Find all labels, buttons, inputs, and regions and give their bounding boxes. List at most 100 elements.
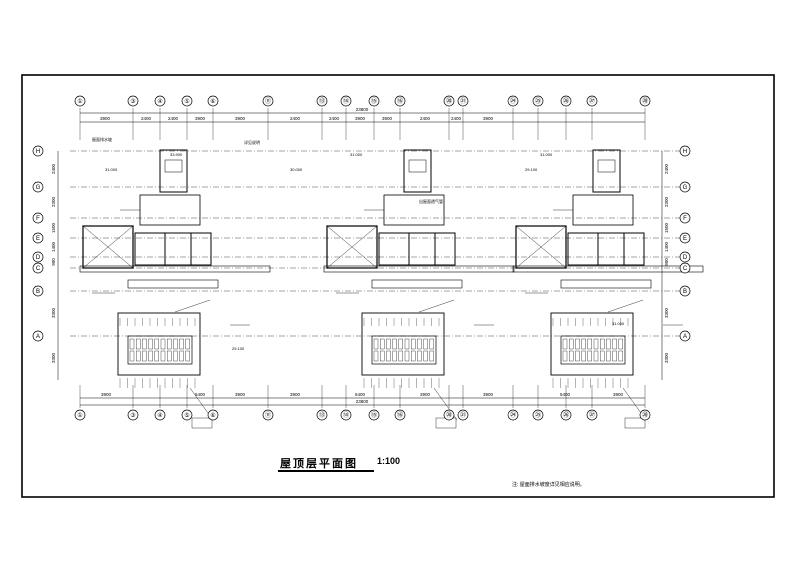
vent-cell: [417, 338, 422, 350]
top-segment-dim-text: 3900: [235, 116, 246, 121]
callout-label: 出屋面透气管: [419, 198, 443, 204]
upper-room: [572, 194, 634, 226]
column-axis-bubble: [154, 409, 166, 421]
column-axis-bubble: [207, 95, 219, 107]
top-segment-dim-text: 2400: [329, 116, 340, 121]
bottom-segment-dim-text: 3900: [613, 392, 624, 397]
top-segment-dim-text: 3900: [195, 116, 206, 121]
center-room: [597, 232, 625, 266]
right-dim-text: 2300: [664, 196, 669, 207]
column-axis-bubble: [207, 409, 219, 421]
row-axis-bubble-right: [679, 232, 691, 244]
row-axis-bubble-right: [679, 330, 691, 342]
column-axis-label: ㉘: [642, 97, 648, 105]
elevation-label: 29.100: [525, 167, 538, 172]
core-room: [164, 159, 183, 173]
row-axis-bubble-right: [679, 145, 691, 157]
column-axis-label: ⑳: [446, 97, 452, 105]
row-axis-bubble-right: [679, 285, 691, 297]
bottom-segment-dim-text: 3900: [420, 392, 431, 397]
elevation-label: 31.000: [350, 152, 363, 157]
column-axis-bubble: [262, 409, 274, 421]
center-room: [408, 232, 436, 266]
corridor-band: [79, 265, 271, 273]
tag-box: [435, 417, 457, 429]
column-axis-bubble: [532, 409, 544, 421]
vent-cell: [167, 338, 172, 350]
column-axis-label: ③: [130, 98, 135, 105]
vent-cell: [185, 338, 190, 350]
top-segment-dim-text: 3900: [100, 116, 111, 121]
center-room: [623, 232, 645, 266]
vent-cell: [185, 350, 190, 362]
column-axis-bubble: [507, 95, 519, 107]
column-axis-bubble: [127, 95, 139, 107]
column-axis-label: ⑤: [184, 412, 189, 419]
column-axis-bubble: [368, 409, 380, 421]
column-axis-bubble: [74, 409, 86, 421]
column-axis-bubble: [181, 95, 193, 107]
column-axis-bubble: [181, 409, 193, 421]
column-axis-label: ⑤: [184, 98, 189, 105]
top-segment-dim-text: 2400: [451, 116, 462, 121]
elevation-label: 31.000: [540, 152, 553, 157]
vent-cell: [398, 338, 403, 350]
sheet-frame: [21, 74, 775, 498]
row-axis-label-left: E: [36, 236, 40, 242]
vent-cell: [129, 338, 135, 350]
column-axis-bubble: [457, 95, 469, 107]
vent-cell: [154, 350, 159, 362]
row-axis-bubble-left: [32, 181, 44, 193]
vent-cell: [562, 350, 568, 362]
roof-slope-line: [515, 225, 567, 269]
elevation-label: 33.900: [170, 152, 183, 157]
vent-cell: [142, 350, 147, 362]
bottom-overall-dim-text: 23800: [356, 399, 369, 404]
column-axis-bubble: [394, 409, 406, 421]
column-axis-bubble: [586, 95, 598, 107]
grid-lines: [70, 108, 690, 408]
vent-cell: [618, 338, 623, 350]
top-segment-dim-text: 2400: [420, 116, 431, 121]
vent-cell: [373, 350, 379, 362]
top-overall-dim-text: 23800: [356, 107, 369, 112]
row-axis-bubble-left: [32, 285, 44, 297]
column-axis-label: ㉗: [589, 411, 595, 419]
row-axis-label-left: H: [36, 149, 40, 155]
column-axis-label: ⑬: [319, 411, 325, 419]
balcony-block: [361, 312, 445, 376]
vent-cell: [392, 338, 397, 350]
row-axis-label-right: A: [683, 334, 687, 340]
column-axis-label: ④: [157, 98, 162, 105]
row-axis-label-right: B: [683, 289, 687, 295]
column-axis-label: ㉘: [642, 411, 648, 419]
column-axis-label: ㉖: [563, 411, 569, 419]
vent-cell: [575, 350, 580, 362]
column-axis-bubble: [340, 409, 352, 421]
column-axis-label: ①: [77, 412, 82, 419]
building-unit: [512, 149, 704, 429]
bottom-segment-dim-text: 5400: [195, 392, 206, 397]
roof-slope-line: [82, 225, 134, 269]
column-axis-bubble: [443, 409, 455, 421]
row-axis-bubble-right: [679, 251, 691, 263]
core-room: [408, 159, 427, 173]
right-dim-text: 3300: [664, 352, 669, 363]
column-axis-label: ㉕: [535, 97, 541, 105]
core-tower: [159, 149, 188, 193]
vent-cell: [612, 350, 617, 362]
column-axis-bubble: [443, 95, 455, 107]
top-segment-dim-text: 2400: [290, 116, 301, 121]
vent-cell: [600, 338, 605, 350]
column-axis-bubble: [340, 95, 352, 107]
upper-room: [139, 194, 201, 226]
column-axis-label: ㉑: [460, 411, 466, 419]
row-axis-bubble-right: [679, 262, 691, 274]
column-axis-label: ④: [157, 412, 162, 419]
balcony-block: [550, 312, 634, 376]
left-dim-text: 900: [51, 258, 56, 266]
column-axis-label: ㉔: [510, 97, 516, 105]
